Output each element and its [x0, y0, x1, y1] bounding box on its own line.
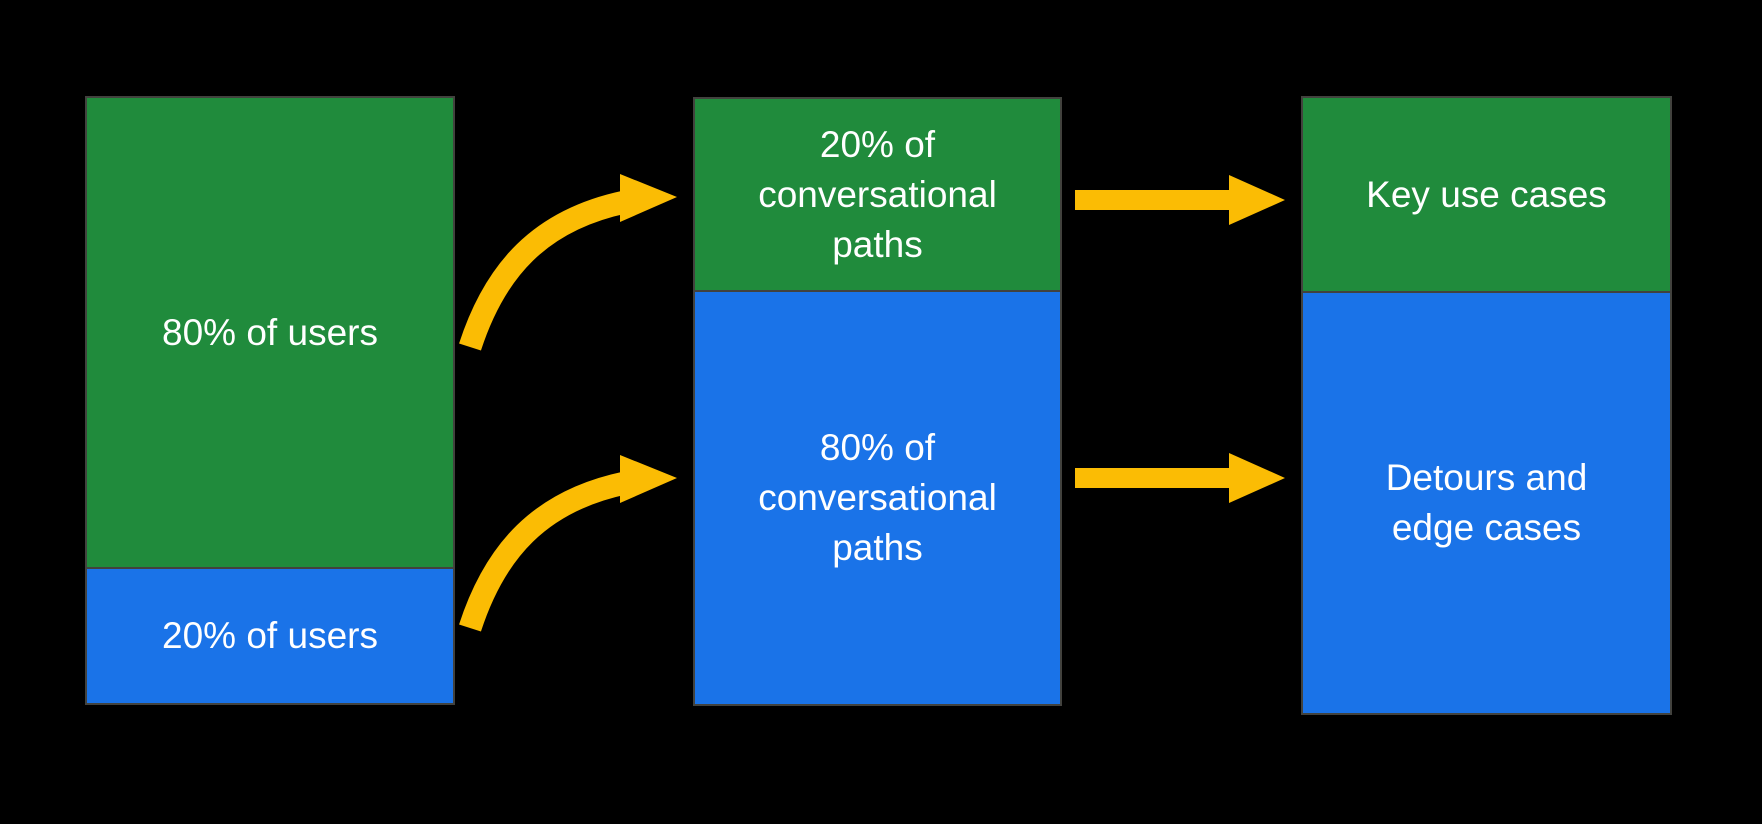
paths-20-label: 20% of conversational paths — [758, 123, 997, 265]
arrow-head-icon — [620, 455, 677, 503]
arrow-head-icon — [1229, 175, 1285, 225]
arrow-shaft — [1075, 190, 1231, 210]
users-80-label: 80% of users — [162, 311, 378, 353]
curved-arrow-bottom-icon — [459, 455, 677, 632]
arrow-shaft — [459, 190, 628, 351]
conversational-paths-bar: 20% of conversational paths 80% of conve… — [693, 97, 1062, 706]
paths-80-label: 80% of conversational paths — [758, 427, 997, 568]
paths-80-segment: 80% of conversational paths — [695, 292, 1060, 704]
arrow-head-icon — [1229, 453, 1285, 503]
users-bar: 80% of users 20% of users — [85, 96, 455, 705]
users-20-segment: 20% of users — [87, 569, 453, 703]
straight-arrow-top-icon — [1075, 175, 1285, 225]
straight-arrow-bottom-icon — [1075, 453, 1285, 503]
curved-arrow-top-icon — [459, 174, 677, 351]
detours-edge-cases-label: Detours and edge cases — [1385, 457, 1588, 548]
arrow-head-icon — [620, 174, 677, 222]
key-use-cases-label: Key use cases — [1366, 173, 1607, 215]
key-use-cases-segment: Key use cases — [1303, 98, 1670, 293]
outcomes-bar: Key use cases Detours and edge cases — [1301, 96, 1672, 715]
detours-edge-cases-segment: Detours and edge cases — [1303, 293, 1670, 713]
paths-20-segment: 20% of conversational paths — [695, 99, 1060, 292]
arrow-shaft — [459, 471, 628, 632]
users-20-label: 20% of users — [162, 615, 378, 656]
arrow-shaft — [1075, 468, 1231, 488]
users-80-segment: 80% of users — [87, 98, 453, 569]
